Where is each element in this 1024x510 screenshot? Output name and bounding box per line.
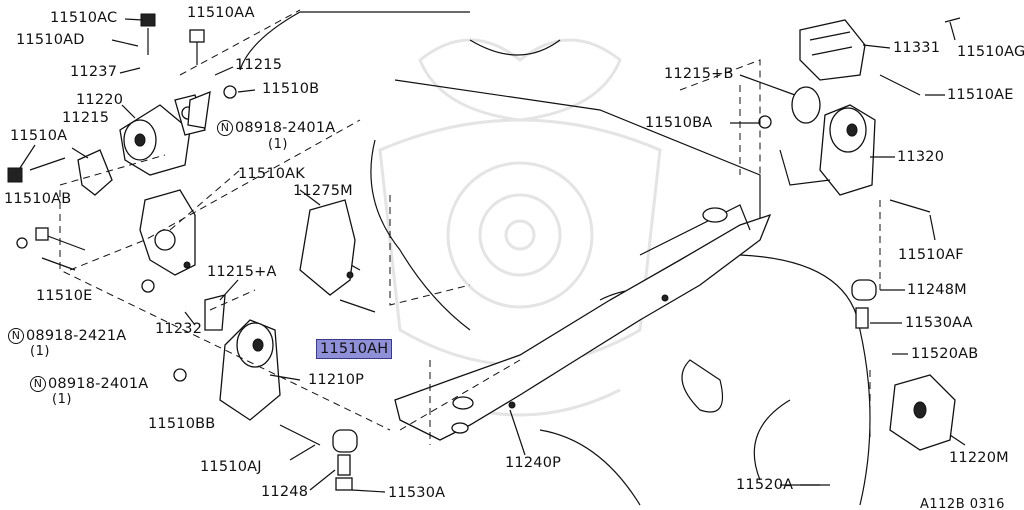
label-11510AC: 11510AC xyxy=(50,10,118,26)
label-11510A: 11510A xyxy=(10,128,68,144)
label-11232: 11232 xyxy=(155,321,203,337)
label-11530AA: 11530AA xyxy=(905,315,973,331)
leader-lines xyxy=(19,18,966,493)
label-11240P: 11240P xyxy=(505,455,562,471)
label-11510E: 11510E xyxy=(36,288,93,304)
crossmember-11240P xyxy=(394,204,772,441)
label-11510AJ: 11510AJ xyxy=(200,459,262,475)
label-11510AF: 11510AF xyxy=(898,247,964,263)
label-11510AH-highlighted[interactable]: 11510AH xyxy=(316,339,393,359)
label-11237: 11237 xyxy=(70,64,118,80)
bolts xyxy=(7,13,961,486)
label-11215A: 11215+A xyxy=(207,264,277,280)
label-11215B: 11215+B xyxy=(664,66,734,82)
label-08918-2401A-top-qty: (1) xyxy=(268,137,288,152)
label-11510B: 11510B xyxy=(262,81,320,97)
mount-11220M xyxy=(889,374,956,451)
circled-n-icon: N xyxy=(8,328,24,344)
label-11510AB: 11510AB xyxy=(4,191,72,207)
label-11275M: 11275M xyxy=(293,183,353,199)
label-11510BB: 11510BB xyxy=(148,416,216,432)
label-11248: 11248 xyxy=(261,484,309,500)
bracket-11275M xyxy=(299,199,356,296)
insulator-discs xyxy=(77,86,821,331)
label-11510AK: 11510AK xyxy=(238,166,305,182)
label-11220M: 11220M xyxy=(949,450,1009,466)
label-11215-left: 11215 xyxy=(62,110,110,126)
label-11510AE: 11510AE xyxy=(947,87,1014,103)
label-11220: 11220 xyxy=(76,92,124,108)
label-11510AD: 11510AD xyxy=(16,32,85,48)
label-08918-2421A-qty: (1) xyxy=(30,344,50,359)
label-11530A: 11530A xyxy=(388,485,446,501)
label-11320: 11320 xyxy=(897,149,945,165)
label-11248M: 11248M xyxy=(907,282,967,298)
label-11510AA: 11510AA xyxy=(187,5,255,21)
label-08918-2401A-bot-code: 08918-2401A xyxy=(48,376,149,392)
label-11510BA: 11510BA xyxy=(645,115,713,131)
mount-11320 xyxy=(779,104,876,196)
bushing-11248 xyxy=(332,429,358,491)
label-11510AG: 11510AG xyxy=(957,44,1024,60)
label-11215-top: 11215 xyxy=(235,57,283,73)
mount-11210P xyxy=(219,319,281,421)
label-08918-2421A-code: 08918-2421A xyxy=(26,328,127,344)
bushing-11248M xyxy=(851,279,877,329)
mount-11331 xyxy=(799,19,866,81)
circled-n-icon: N xyxy=(217,120,233,136)
label-11331: 11331 xyxy=(893,40,941,56)
diagram-code: A112B 0316 xyxy=(920,497,1005,510)
circled-n-icon: N xyxy=(30,376,46,392)
bracket-11232 xyxy=(139,189,196,276)
label-11210P: 11210P xyxy=(308,372,365,388)
label-11520AB: 11520AB xyxy=(911,346,979,362)
label-08918-2401A-bottom-qty: (1) xyxy=(52,392,72,407)
label-08918-2401A-top-code: 08918-2401A xyxy=(235,120,336,136)
label-11520A: 11520A xyxy=(736,477,794,493)
